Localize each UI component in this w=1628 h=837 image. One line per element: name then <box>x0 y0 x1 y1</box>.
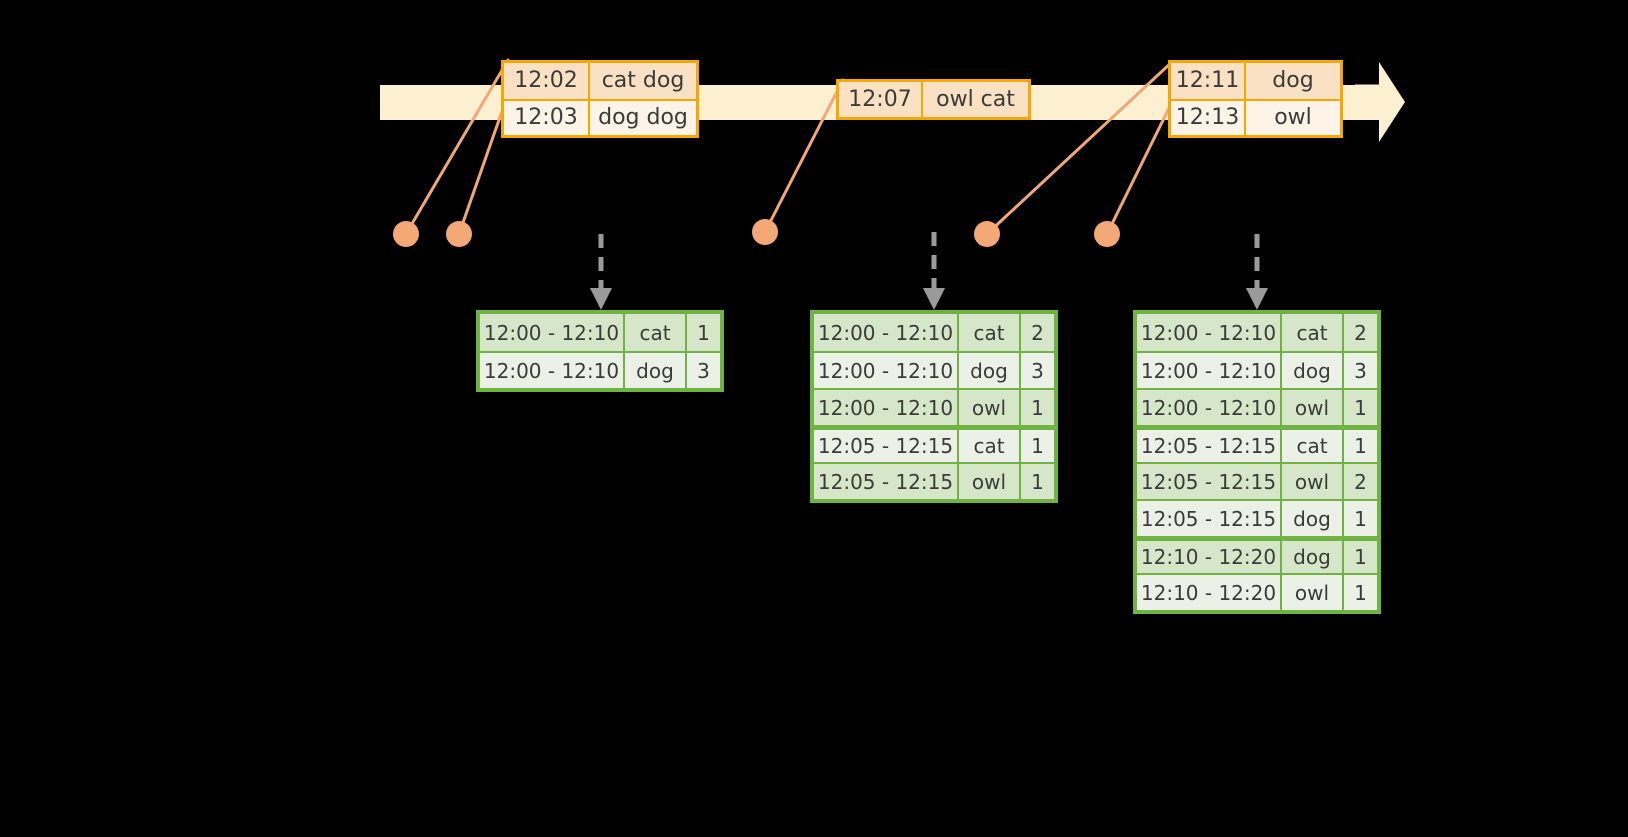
dashed-arrows-group <box>590 232 1268 310</box>
cell-key: dog <box>1282 501 1344 536</box>
cell-window: 12:05 - 12:15 <box>1137 501 1282 536</box>
connector-dot-1211 <box>974 221 1000 247</box>
dashed-arrow-to-table-1-head-icon <box>590 288 612 310</box>
event-timestamp: 12:02 <box>504 63 590 99</box>
event-group-3: 12:11 dog 12:13 owl <box>1168 60 1343 138</box>
event-group-2: 12:07 owl cat <box>836 79 1031 120</box>
cell-count: 1 <box>1354 580 1367 605</box>
timeline-event-row: 12:03 dog dog <box>504 99 696 135</box>
event-words: owl <box>1274 105 1312 130</box>
cell-window: 12:10 - 12:20 <box>1137 575 1282 610</box>
event-timestamp: 12:11 <box>1171 63 1246 99</box>
event-words: owl cat <box>936 86 1015 112</box>
cell-window: 12:05 - 12:15 <box>814 430 959 462</box>
cell-window: 12:00 - 12:10 <box>1137 353 1282 388</box>
cell-key: cat <box>959 314 1021 351</box>
cell-count: 2 <box>1354 320 1367 345</box>
cell-count: 1 <box>1031 469 1044 494</box>
event-timestamp: 12:13 <box>1171 101 1246 135</box>
dashed-arrow-to-table-2-head-icon <box>923 288 945 310</box>
timeline-event-row: 12:11 dog <box>1171 63 1340 99</box>
connector-dot-1203 <box>446 221 472 247</box>
cell-window: 12:05 - 12:15 <box>1137 464 1282 499</box>
timeline-event-row: 12:13 owl <box>1171 99 1340 135</box>
connector-dots-group <box>393 219 1120 247</box>
cell-count: 1 <box>1031 395 1044 420</box>
event-timestamp: 12:07 <box>839 82 923 117</box>
cell-count: 3 <box>1031 358 1044 383</box>
cell-key: owl <box>959 464 1021 499</box>
cell-count: 3 <box>697 358 710 383</box>
timeline-event-row: 12:02 cat dog <box>504 63 696 99</box>
connector-dot-1213 <box>1094 221 1120 247</box>
cell-window: 12:00 - 12:10 <box>1137 314 1282 351</box>
cell-count: 1 <box>697 320 710 345</box>
cell-key: owl <box>959 390 1021 425</box>
timeline-arrow-head-icon <box>1355 62 1405 142</box>
event-words: dog <box>1272 68 1314 93</box>
cell-window: 12:00 - 12:10 <box>480 353 625 388</box>
connector-dot-1207 <box>752 219 778 245</box>
cell-window: 12:05 - 12:15 <box>1137 430 1282 462</box>
cell-key: dog <box>1282 541 1344 573</box>
cell-key: owl <box>1282 390 1344 425</box>
cell-count: 2 <box>1354 469 1367 494</box>
connector-dot-1213-line <box>1105 100 1174 236</box>
cell-key: owl <box>1282 575 1344 610</box>
cell-key: cat <box>1282 430 1344 462</box>
cell-window: 12:00 - 12:10 <box>814 390 959 425</box>
cell-key: dog <box>1282 353 1344 388</box>
connector-dot-1202-line <box>404 58 510 236</box>
cell-count: 3 <box>1354 358 1367 383</box>
cell-key: cat <box>959 430 1021 462</box>
connector-dot-1207-line <box>763 78 845 234</box>
cell-count: 1 <box>1354 545 1367 569</box>
event-words: cat dog <box>601 68 685 93</box>
dashed-arrow-to-table-3-head-icon <box>1246 288 1268 310</box>
cell-window: 12:10 - 12:20 <box>1137 541 1282 573</box>
event-timestamp: 12:03 <box>504 101 590 135</box>
cell-window: 12:00 - 12:10 <box>1137 390 1282 425</box>
connector-dot-1202 <box>393 221 419 247</box>
connector-dot-1203-line <box>457 98 508 236</box>
cell-key: owl <box>1282 464 1344 499</box>
cell-window: 12:05 - 12:15 <box>814 464 959 499</box>
event-group-1: 12:02 cat dog 12:03 dog dog <box>501 60 699 138</box>
cell-key: dog <box>959 353 1021 388</box>
cell-window: 12:00 - 12:10 <box>814 314 959 351</box>
event-words: dog dog <box>598 105 688 130</box>
cell-window: 12:00 - 12:10 <box>480 314 625 351</box>
cell-key: cat <box>625 314 687 351</box>
cell-count: 1 <box>1031 434 1044 458</box>
cell-count: 1 <box>1354 395 1367 420</box>
cell-count: 1 <box>1354 434 1367 458</box>
cell-count: 1 <box>1354 506 1367 531</box>
cell-key: cat <box>1282 314 1344 351</box>
cell-count: 2 <box>1031 320 1044 345</box>
cell-key: dog <box>625 353 687 388</box>
cell-window: 12:00 - 12:10 <box>814 353 959 388</box>
timeline-event-row: 12:07 owl cat <box>839 82 1028 117</box>
